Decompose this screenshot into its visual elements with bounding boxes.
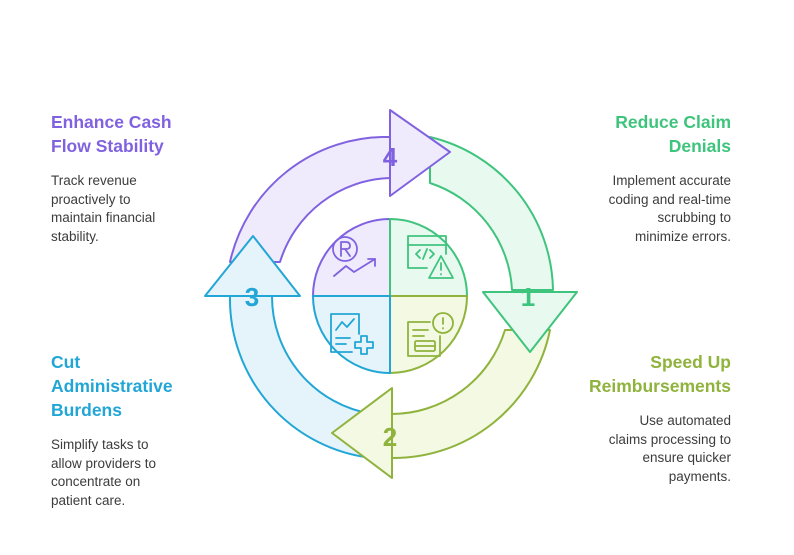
arrow-4-head xyxy=(389,109,451,197)
invoice-alert-icon xyxy=(407,312,454,357)
step-2-title: Speed Up Reimbursements xyxy=(589,352,731,396)
arrow-3-head xyxy=(204,235,301,297)
medical-document-icon xyxy=(330,313,374,355)
arrow-2-head xyxy=(331,387,393,479)
ring-segment-1 xyxy=(429,136,554,291)
step-1-block: Reduce Claim Denials Implement accurate … xyxy=(541,110,731,246)
inner-quadrant-4 xyxy=(311,217,391,297)
step-4-title: Enhance Cash Flow Stability xyxy=(51,112,172,156)
step-4-number: 4 xyxy=(383,142,398,172)
step-4-description: Track revenue proactively to maintain fi… xyxy=(51,173,156,244)
code-warning-icon xyxy=(407,235,454,279)
step-1-description: Implement accurate coding and real-time … xyxy=(608,173,731,244)
step-3-block: Cut Administrative Burdens Simplify task… xyxy=(51,350,241,510)
step-2-number: 2 xyxy=(383,422,397,452)
step-2-block: Speed Up Reimbursements Use automated cl… xyxy=(521,350,731,486)
revenue-growth-icon xyxy=(332,236,376,277)
ring-segment-2 xyxy=(389,329,551,460)
step-2-description: Use automated claims processing to ensur… xyxy=(608,413,731,484)
step-1-title: Reduce Claim Denials xyxy=(615,112,731,156)
inner-quadrant-3 xyxy=(311,295,391,375)
step-3-number: 3 xyxy=(245,282,259,312)
step-1-number: 1 xyxy=(521,282,535,312)
inner-quadrant-2 xyxy=(389,295,469,375)
arrow-1-head xyxy=(482,291,578,353)
step-4-block: Enhance Cash Flow Stability Track revenu… xyxy=(51,110,241,246)
inner-quadrant-1 xyxy=(389,217,469,297)
step-3-description: Simplify tasks to allow providers to con… xyxy=(51,437,157,508)
step-3-title: Cut Administrative Burdens xyxy=(51,352,173,420)
